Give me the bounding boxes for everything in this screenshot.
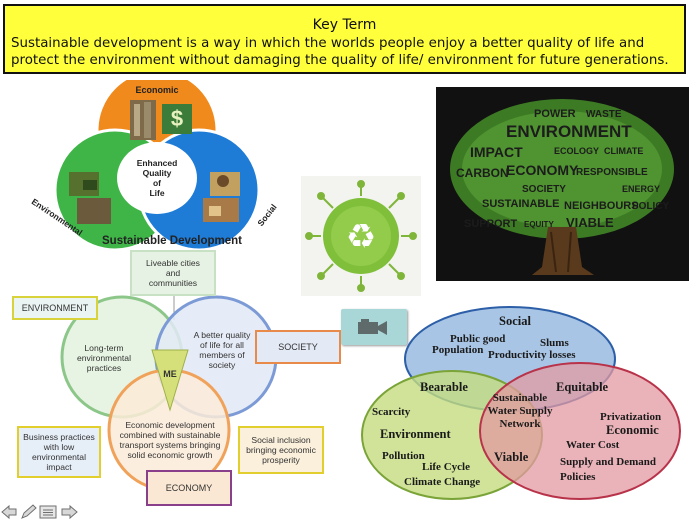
- economy-box: ECONOMY: [146, 470, 232, 506]
- bearable-label: Bearable: [420, 380, 468, 394]
- policies-label: Policies: [560, 471, 596, 483]
- sustainable-development-caption: Sustainable Development: [102, 235, 242, 247]
- center-line-3: Network: [500, 418, 542, 430]
- globe-graphic: ♻: [305, 180, 417, 292]
- tree-word-power: POWER: [534, 108, 576, 120]
- climate-change-label: Climate Change: [404, 476, 480, 488]
- life-cycle-label: Life Cycle: [422, 461, 470, 473]
- water-supply-venn: Social Public good Population Slums Prod…: [360, 303, 685, 503]
- tree-word-neighbours: NEIGHBOURS: [564, 200, 639, 212]
- tree-word-viable: VIABLE: [566, 215, 614, 230]
- svg-text:$: $: [171, 106, 183, 131]
- environment-title: Environment: [380, 427, 451, 441]
- social-title: Social: [499, 314, 531, 328]
- me-center-text: ME: [163, 369, 177, 379]
- liveable-cities-box: Liveable cities and communities: [130, 250, 216, 296]
- supply-demand-label: Supply and Demand: [560, 456, 656, 468]
- equitable-label: Equitable: [556, 380, 609, 394]
- venn-circles-graphic: $: [53, 68, 261, 252]
- society-box: SOCIETY: [255, 330, 341, 364]
- key-term-definition: Sustainable development is a way in whic…: [11, 36, 669, 68]
- word-tree-image: POWER WASTE ENVIRONMENT IMPACT ECOLOGY C…: [436, 87, 689, 281]
- svg-text:♻: ♻: [346, 217, 376, 257]
- tree-word-impact: IMPACT: [470, 144, 523, 160]
- tree-word-waste: WASTE: [586, 109, 622, 120]
- tree-word-environment: ENVIRONMENT: [506, 122, 632, 141]
- water-venn-graphic: Social Public good Population Slums Prod…: [361, 306, 681, 500]
- pencil-icon[interactable]: [21, 504, 37, 519]
- public-good-label: Public good: [450, 333, 505, 345]
- tree-word-support: SUPPORT: [464, 218, 517, 230]
- long-term-practices-text: Long-term environmental practices: [77, 343, 131, 373]
- better-quality-text: A better quality of life for all members…: [193, 330, 251, 370]
- environment-box: ENVIRONMENT: [12, 296, 98, 320]
- tree-word-equity: EQUITY: [524, 220, 554, 229]
- slums-label: Slums: [540, 337, 569, 349]
- video-camera-icon: [358, 319, 387, 335]
- center-line-2: Water Supply: [488, 405, 553, 417]
- video-button[interactable]: [341, 309, 407, 345]
- tree-word-ecology: ECOLOGY: [554, 146, 599, 156]
- tree-word-carbon: CARBON: [456, 166, 509, 180]
- key-term-box: Key Term Sustainable development is a wa…: [3, 4, 686, 74]
- enhanced-quality-label: Enhanced Quality of Life: [136, 158, 178, 198]
- back-arrow-icon[interactable]: [1, 504, 17, 520]
- tree-word-economy: ECONOMY: [506, 162, 579, 178]
- privatization-label: Privatization: [600, 411, 661, 423]
- key-term-title: Key Term: [312, 17, 377, 33]
- slide-navigation: [0, 503, 80, 521]
- population-label: Population: [432, 344, 483, 356]
- tree-word-society: SOCIETY: [522, 184, 566, 195]
- tree-word-policy: POLICY: [632, 201, 670, 212]
- viable-label: Viable: [494, 450, 529, 464]
- me-venn-graphic: [60, 295, 278, 492]
- me-venn-diagram: Liveable cities and communities ENVIRONM…: [12, 250, 342, 508]
- menu-icon[interactable]: [39, 505, 57, 519]
- economic-title: Economic: [606, 423, 659, 437]
- forward-arrow-icon[interactable]: [61, 504, 78, 520]
- recycle-globe-image: ♻: [301, 176, 421, 296]
- tree-word-climate: CLIMATE: [604, 146, 643, 156]
- tree-word-responsible: RESPONSIBLE: [576, 167, 648, 178]
- water-cost-label: Water Cost: [566, 439, 620, 451]
- center-line-1: Sustainable: [493, 392, 548, 404]
- social-inclusion-box: Social inclusion bringing economic prosp…: [238, 426, 324, 474]
- productivity-losses-label: Productivity losses: [488, 349, 576, 361]
- word-tree-graphic: POWER WASTE ENVIRONMENT IMPACT ECOLOGY C…: [450, 99, 674, 275]
- economic-development-text: Economic development combined with susta…: [119, 420, 221, 460]
- pollution-label: Pollution: [382, 450, 425, 462]
- economic-label: Economic: [135, 85, 179, 95]
- tree-word-sustainable: SUSTAINABLE: [482, 198, 559, 210]
- scarcity-label: Scarcity: [372, 406, 411, 418]
- tree-word-energy: ENERGY: [622, 184, 660, 194]
- sustainable-development-diagram: $ Economic Enhanced Quality of Life Envi…: [27, 68, 292, 252]
- business-practices-box: Business practices with low environmenta…: [17, 426, 101, 478]
